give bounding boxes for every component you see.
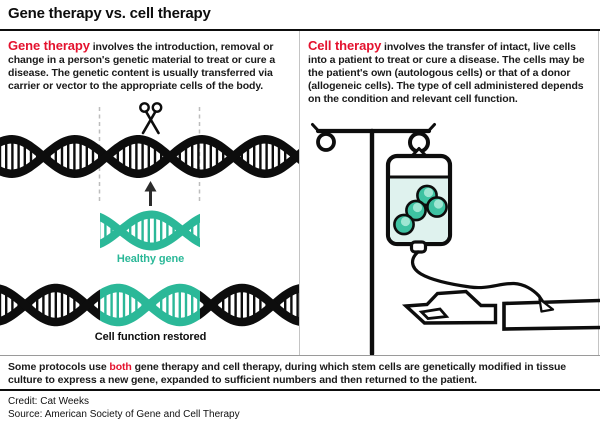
source-line: Source: American Society of Gene and Cel… xyxy=(8,409,240,420)
healthy-gene-label: Healthy gene xyxy=(116,253,185,265)
patient-arm xyxy=(401,289,600,331)
gene-therapy-description: Gene therapy involves the introduction, … xyxy=(8,39,291,93)
dna-strand-top xyxy=(0,135,299,178)
credits: Credit: Cat Weeks Source: American Socie… xyxy=(8,395,240,421)
cell-therapy-description: Cell therapy involves the transfer of in… xyxy=(308,39,593,106)
cell-icons xyxy=(393,184,448,236)
cell-function-restored-label: Cell function restored xyxy=(94,331,207,343)
iv-bag xyxy=(385,147,453,254)
credit-line: Credit: Cat Weeks xyxy=(8,396,89,407)
cell-highlight xyxy=(433,199,444,209)
dna-restored-gene xyxy=(100,283,200,327)
gene-therapy-illustration xyxy=(0,102,299,327)
dna-restored-left xyxy=(0,283,100,327)
dna-restored-right xyxy=(200,283,299,327)
cell-highlight xyxy=(412,202,423,213)
right-border xyxy=(598,31,599,355)
cell-therapy-heading: Cell therapy xyxy=(308,38,382,53)
cell-therapy-body: involves the transfer of intact, live ce… xyxy=(308,41,585,105)
note-pre: Some protocols use xyxy=(8,361,107,373)
note-highlight: both xyxy=(109,361,132,373)
panel-divider xyxy=(299,31,300,355)
iv-pole xyxy=(311,123,436,356)
gene-therapy-body: involves the introduction, removal or ch… xyxy=(8,41,276,92)
iv-tube xyxy=(410,250,546,306)
combined-protocols-note: Some protocols use both gene therapy and… xyxy=(0,355,600,391)
dna-healthy-gene xyxy=(100,210,200,251)
note-post: gene therapy and cell therapy, during wh… xyxy=(8,361,567,386)
insert-arrow xyxy=(144,181,157,206)
cell-therapy-illustration xyxy=(311,123,600,356)
needle-icon xyxy=(538,297,555,313)
cell-highlight xyxy=(400,216,411,227)
gene-therapy-heading: Gene therapy xyxy=(8,38,90,53)
scissors-icon xyxy=(139,102,163,135)
cell-highlight xyxy=(423,187,434,198)
title-rule xyxy=(0,29,600,31)
page-title: Gene therapy vs. cell therapy xyxy=(8,5,211,22)
